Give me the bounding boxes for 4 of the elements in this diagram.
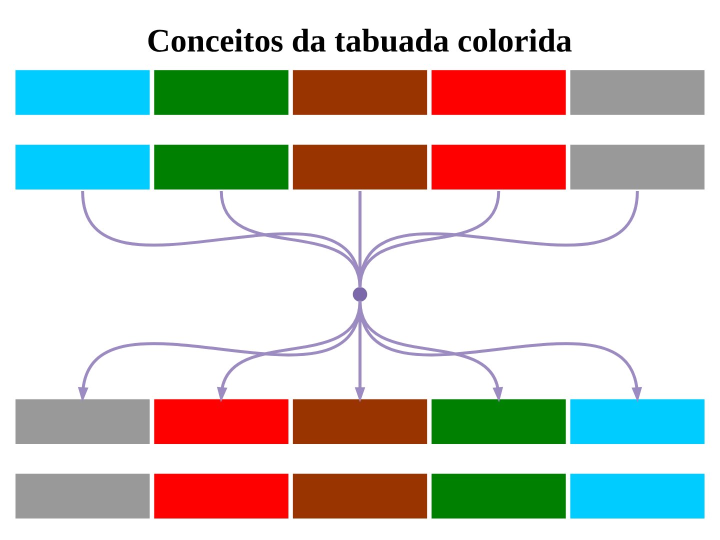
diagram-title: Conceitos da tabuada colorida	[146, 23, 572, 60]
node-circle	[352, 286, 368, 302]
arrow	[358, 300, 642, 402]
connector	[358, 190, 639, 288]
